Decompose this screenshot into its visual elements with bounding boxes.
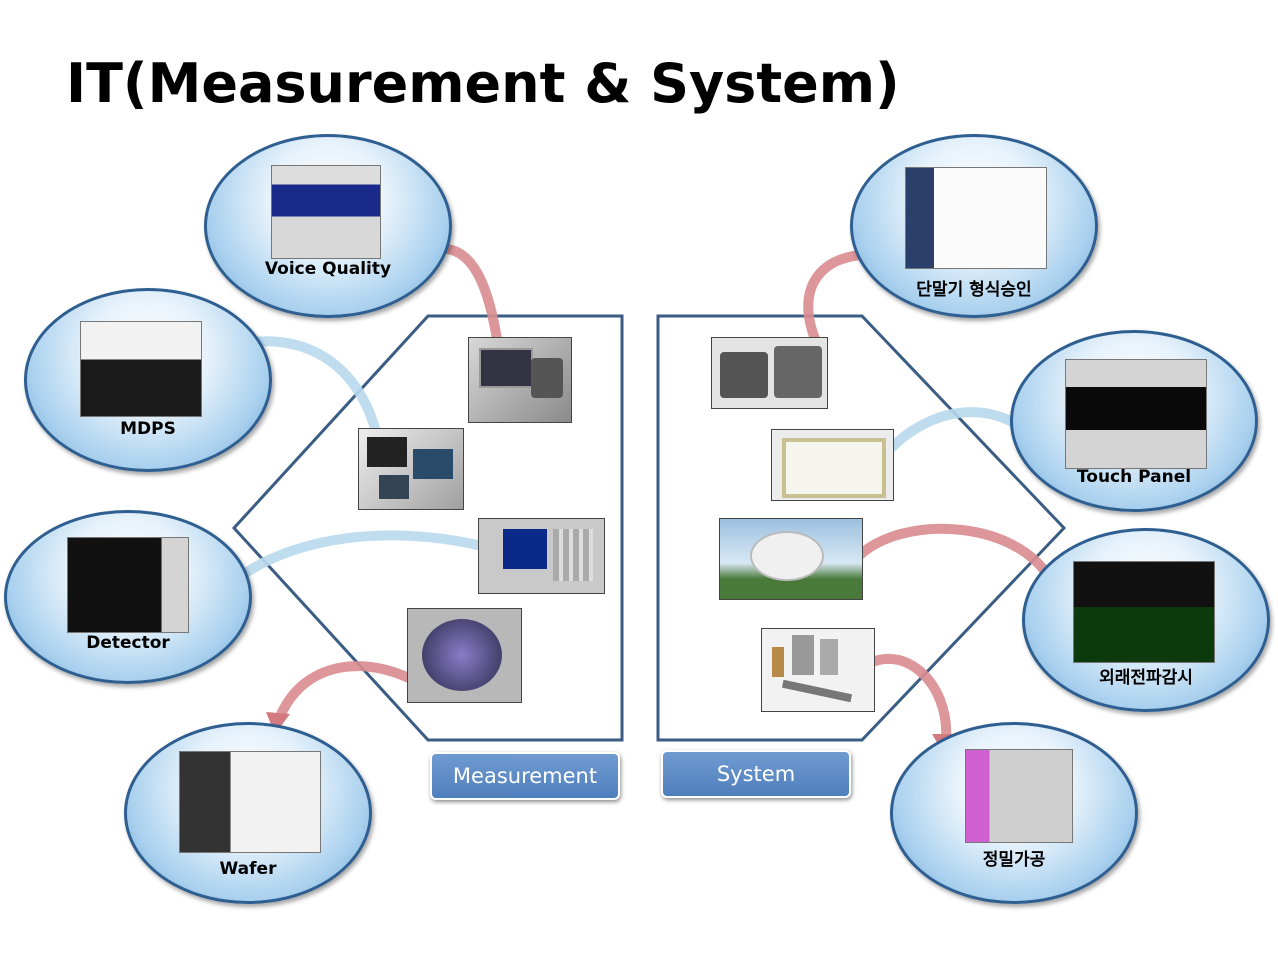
system-button[interactable]: System	[661, 750, 851, 798]
arrow-system-3	[850, 523, 1060, 595]
photo-telephones	[711, 337, 828, 409]
label-voice-quality: Voice Quality	[264, 259, 392, 279]
screenshot-radio-monitoring	[1073, 561, 1215, 663]
label-mdps: MDPS	[120, 419, 176, 439]
screenshot-voice-quality	[271, 165, 381, 259]
label-radio-monitoring: 외래전파감시	[1099, 668, 1193, 688]
bubble-mdps: MDPS	[24, 288, 272, 472]
label-wafer: Wafer	[219, 859, 277, 879]
label-precision-machining: 정밀가공	[982, 850, 1046, 870]
screenshot-detector	[67, 537, 189, 633]
bubble-precision-machining: 정밀가공	[890, 722, 1138, 904]
bubble-detector: Detector	[4, 510, 252, 684]
photo-satellite-dish	[719, 518, 863, 600]
bubble-wafer: Wafer	[124, 722, 372, 904]
screenshot-mdps	[80, 321, 202, 417]
arrow-system-4	[857, 653, 952, 745]
photo-phone-laptop	[468, 337, 572, 423]
bubble-voice-quality: Voice Quality	[204, 134, 452, 318]
label-touch-panel: Touch Panel	[1076, 467, 1192, 487]
arrowhead-wafer	[266, 712, 290, 734]
label-type-approval: 단말기 형식승인	[916, 280, 1032, 300]
screenshot-precision-machining	[965, 749, 1073, 843]
photo-machined-parts	[761, 628, 875, 712]
page-title: IT(Measurement & System)	[66, 52, 900, 115]
bubble-touch-panel: Touch Panel	[1010, 330, 1258, 512]
photo-instruments	[358, 428, 464, 510]
screenshot-type-approval	[905, 167, 1047, 269]
measurement-button[interactable]: Measurement	[430, 752, 620, 800]
photo-touch-panel	[771, 429, 894, 501]
bubble-radio-monitoring: 외래전파감시	[1022, 528, 1270, 712]
label-detector: Detector	[86, 633, 170, 653]
screenshot-touch-panel	[1065, 359, 1207, 469]
bubble-type-approval: 단말기 형식승인	[850, 134, 1098, 318]
screenshot-wafer	[179, 751, 321, 853]
photo-wafer	[407, 608, 522, 703]
photo-network-analyzer	[478, 518, 605, 594]
